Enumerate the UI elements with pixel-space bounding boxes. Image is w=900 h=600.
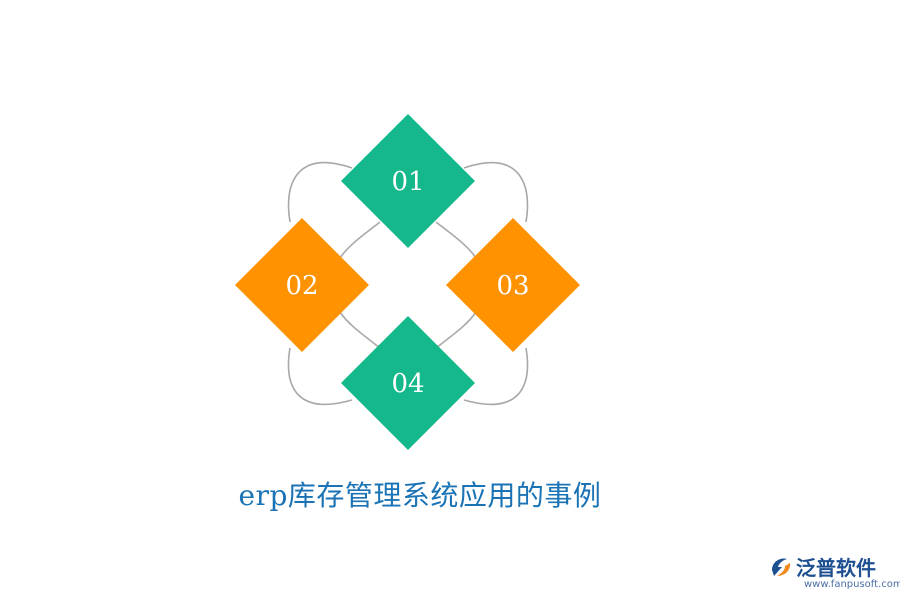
node-01: 01	[341, 114, 475, 248]
connector-outer-03-04	[463, 347, 529, 406]
connector-inner-03-04	[435, 311, 477, 349]
connector-inner-02-04	[339, 311, 381, 349]
connector-lines	[287, 162, 529, 406]
connector-inner-01-02	[339, 221, 381, 259]
diamond-01	[341, 114, 475, 248]
fanpu-logo-icon	[772, 558, 791, 576]
connector-outer-02-04	[287, 347, 353, 406]
logo-url: www.fanpusoft.com	[804, 579, 900, 590]
diamond-02	[235, 218, 369, 352]
brand-logo[interactable]: 泛普软件 www.fanpusoft.com	[768, 552, 900, 592]
connector-outer-01-03	[463, 162, 529, 223]
diamond-03	[446, 218, 580, 352]
diagram-title: erp库存管理系统应用的事例	[238, 479, 602, 512]
connector-outer-01-02	[287, 162, 353, 223]
node-04-label: 04	[391, 369, 424, 399]
node-03: 03	[446, 218, 580, 352]
node-03-label: 03	[496, 271, 529, 301]
connector-inner-01-03	[435, 221, 477, 259]
node-04: 04	[341, 316, 475, 450]
node-02-label: 02	[285, 271, 318, 301]
logo-name: 泛普软件	[796, 556, 876, 580]
node-02: 02	[235, 218, 369, 352]
node-01-label: 01	[391, 167, 424, 197]
diamond-04	[341, 316, 475, 450]
